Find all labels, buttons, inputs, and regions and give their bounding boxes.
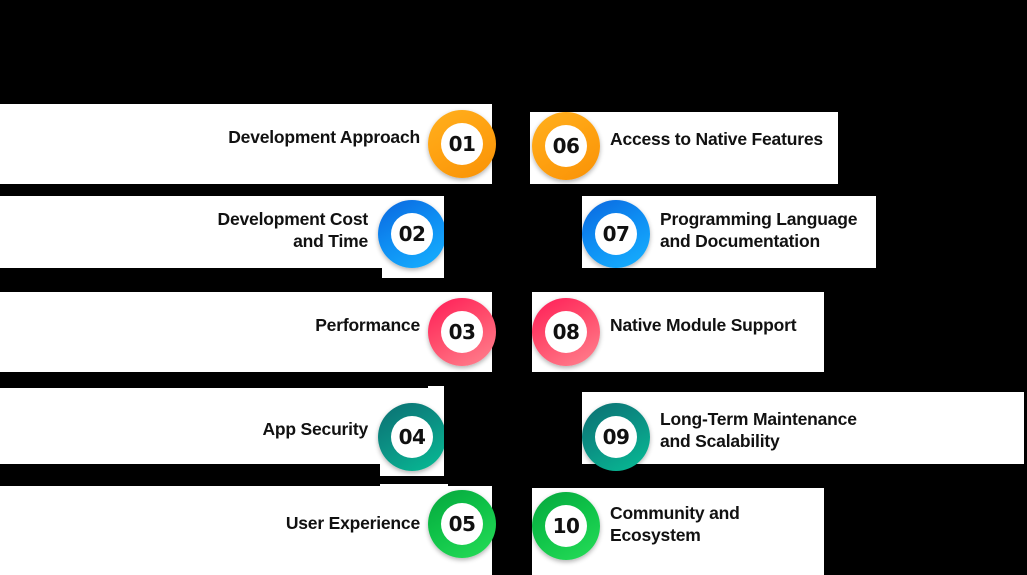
row-label-right: Access to Native Features (610, 129, 823, 149)
badge-01[interactable]: 01 (428, 110, 496, 178)
badge-number: 05 (448, 512, 476, 536)
badge-07[interactable]: 07 (582, 200, 650, 268)
infographic-row: App Security 04 09 Long-Term Maintenance… (0, 396, 1027, 480)
mask-block (444, 386, 582, 476)
mask-block (824, 484, 1027, 575)
badge-number: 03 (448, 320, 476, 344)
badge-08[interactable]: 08 (532, 298, 600, 366)
badge-10[interactable]: 10 (532, 492, 600, 560)
badge-number: 09 (602, 425, 630, 449)
row-label-left: User Experience (285, 513, 420, 533)
mask-block (650, 268, 1027, 292)
infographic-row: Development Approach 01 06 Access to Nat… (0, 104, 1027, 188)
mask-block (496, 484, 530, 496)
mask-block (496, 104, 530, 122)
mask-block (0, 464, 380, 486)
badge-inner: 04 (391, 416, 433, 458)
mask-block (444, 196, 582, 278)
mask-block (824, 292, 1027, 376)
mask-block (494, 354, 532, 376)
title-redaction-notch (110, 18, 132, 27)
badge-inner: 01 (441, 123, 483, 165)
mask-block (496, 552, 530, 575)
mask-block (0, 372, 428, 388)
row-label-right: Native Module Support (610, 315, 797, 335)
badge-number: 01 (448, 132, 476, 156)
badge-number: 07 (602, 222, 630, 246)
badge-inner: 06 (545, 125, 587, 167)
title-redaction-band (312, 54, 1012, 86)
row-card (0, 104, 492, 184)
badge-number: 10 (552, 514, 580, 538)
row-label-left: Development Approach (228, 127, 420, 147)
badge-inner: 03 (441, 311, 483, 353)
badge-inner: 08 (545, 311, 587, 353)
mask-block (494, 292, 532, 308)
badge-inner: 02 (391, 213, 433, 255)
badge-inner: 10 (545, 505, 587, 547)
badge-inner: 07 (595, 213, 637, 255)
badge-09[interactable]: 09 (582, 403, 650, 471)
badge-inner: 05 (441, 503, 483, 545)
row-card (580, 392, 1024, 464)
badge-05[interactable]: 05 (428, 490, 496, 558)
mask-block (0, 268, 382, 292)
mask-block (0, 184, 1027, 196)
badge-06[interactable]: 06 (532, 112, 600, 180)
badge-03[interactable]: 03 (428, 298, 496, 366)
badge-04[interactable]: 04 (378, 403, 446, 471)
row-card (0, 484, 492, 575)
mask-block (448, 464, 530, 486)
badge-inner: 09 (595, 416, 637, 458)
badge-number: 02 (398, 222, 426, 246)
row-card (0, 196, 444, 278)
mask-block (446, 268, 580, 292)
infographic-row: Performance 03 08 Native Module Support (0, 292, 1027, 376)
badge-02[interactable]: 02 (378, 200, 446, 268)
badge-number: 06 (552, 134, 580, 158)
badge-number: 08 (552, 320, 580, 344)
mask-block (496, 166, 530, 188)
mask-block (498, 372, 1027, 388)
row-card (0, 386, 444, 476)
row-card (0, 292, 492, 372)
row-label-left: Performance (315, 315, 420, 335)
mask-block (838, 104, 1027, 188)
mask-block (652, 464, 1027, 486)
row-label-left: App Security (262, 419, 368, 439)
badge-number: 04 (398, 425, 426, 449)
mask-block (876, 196, 1027, 278)
title-redaction-notch (112, 34, 128, 42)
